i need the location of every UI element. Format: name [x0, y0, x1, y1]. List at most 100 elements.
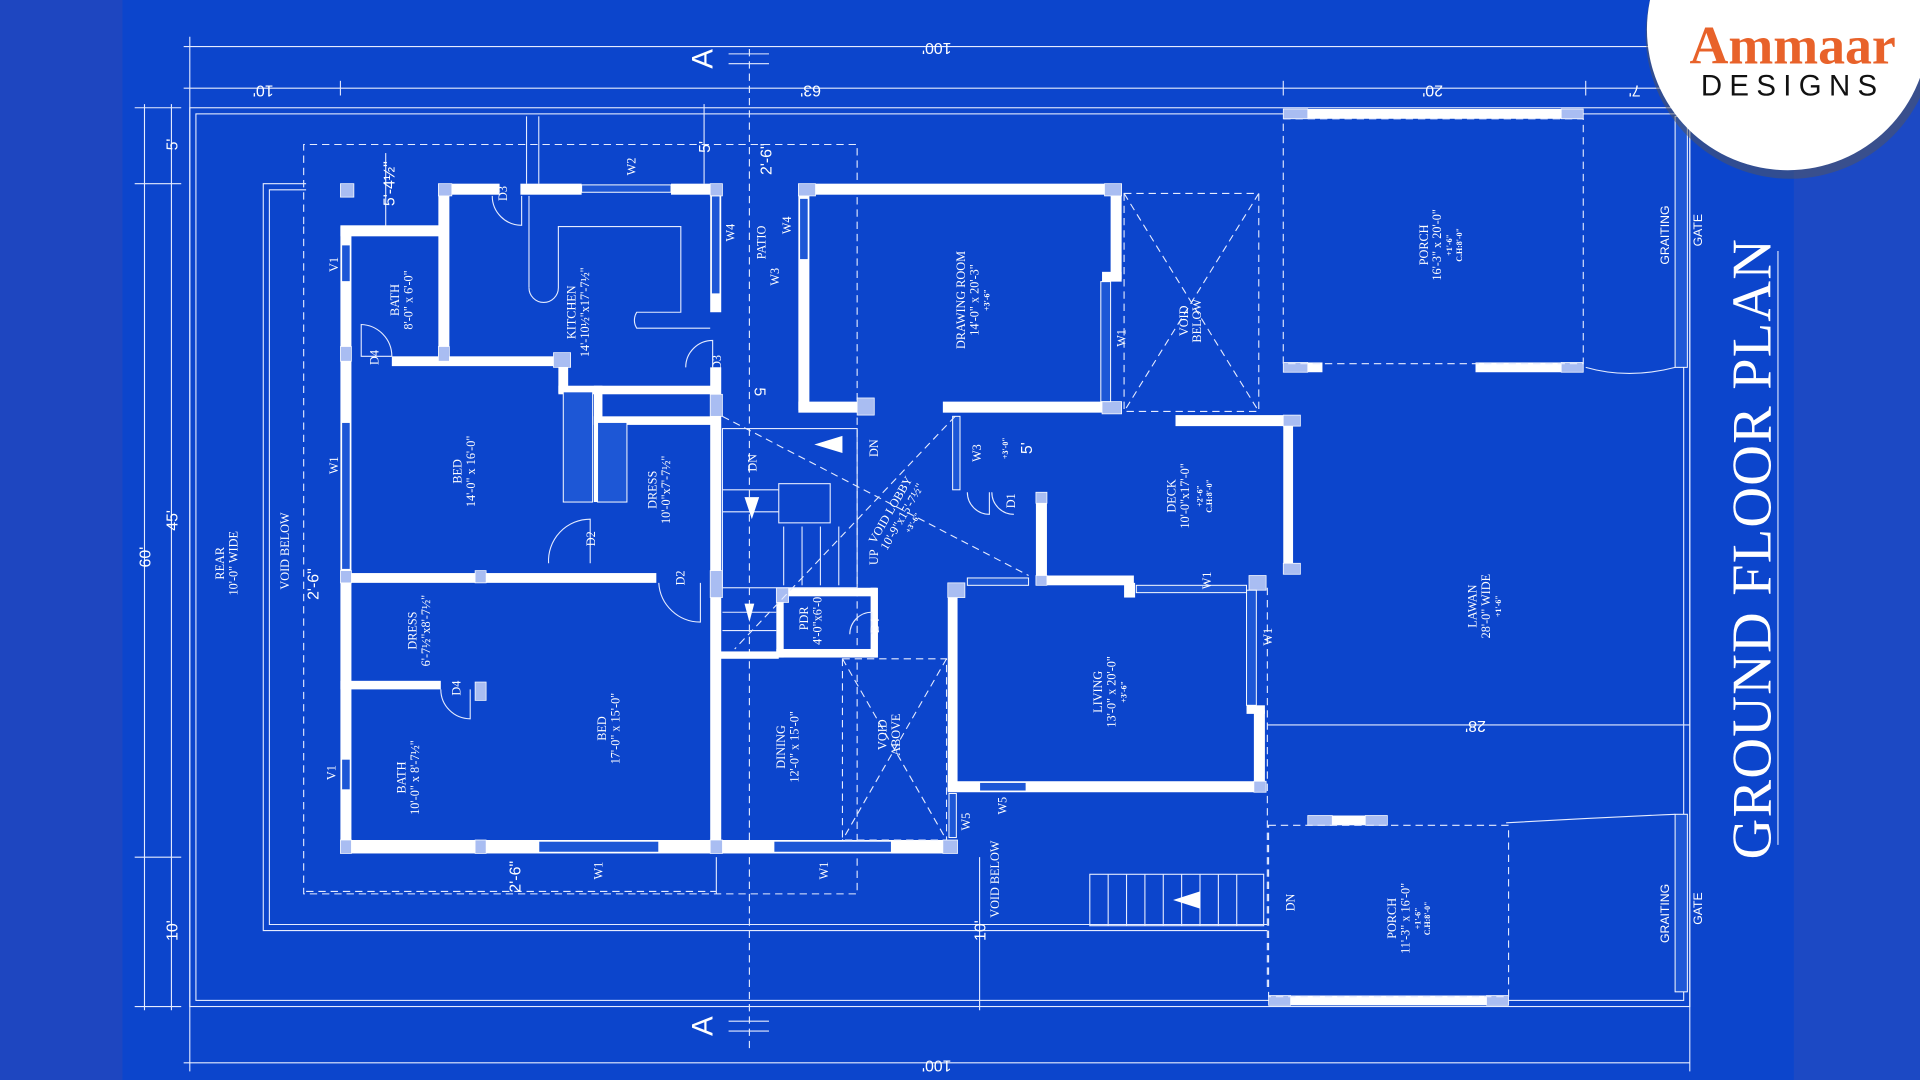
dim-top-total: 100' [922, 39, 952, 56]
tag-d1: D1 [1004, 493, 1018, 508]
dim-top-d: 7' [1629, 82, 1641, 99]
tag-w4: W4 [780, 216, 794, 234]
stair-dn-label: DN [746, 454, 760, 472]
room-label-drawing-room: DRAWING ROOM14'-0" x 20'-3"+3'-6" [954, 251, 991, 349]
room-label-dining: DINING12'-0" x 15'-0" [774, 711, 801, 782]
stair-arrow-icon [814, 435, 843, 454]
tag-w1: W1 [817, 862, 831, 880]
tag-w1: W1 [1261, 628, 1275, 646]
tag-w2: W2 [625, 158, 639, 176]
dim-label: 5'-4½" [381, 161, 398, 206]
stair-dn-label: DN [867, 439, 881, 457]
right-margin [1793, 0, 1920, 1080]
tag-d4: D4 [868, 618, 882, 633]
tag-d4: D4 [367, 350, 381, 365]
tag-v1: V1 [327, 257, 341, 272]
dim-top-a: 10' [253, 82, 274, 99]
tag-w1: W1 [327, 456, 341, 474]
room-label-bed: BED17'-0" x 15'-0" [595, 693, 622, 764]
walls [340, 108, 1584, 1006]
dim-label: 5' [1019, 442, 1036, 454]
tag-v1: V1 [325, 765, 339, 780]
tag-d3: D3 [710, 355, 724, 370]
gate-label: GATE [1691, 214, 1705, 246]
tag-d2: D2 [673, 570, 687, 585]
room-label-porch: PORCH16'-3" x 20'-0"+1'-6"C.H:8'-0" [1417, 209, 1464, 280]
page-title: GROUND FLOOR PLAN [1722, 238, 1784, 860]
dim-label: +3'-0" [1001, 437, 1010, 459]
doors [360, 195, 1014, 720]
grating-label: GRAITING [1658, 206, 1672, 265]
room-label-deck: DECK10'-0"x17'-0"+2'-6"C.H:8'-0" [1165, 463, 1215, 528]
windows [341, 184, 1257, 853]
dim-label: 2'-6" [507, 861, 524, 893]
dim-left-total: 60' [138, 547, 155, 568]
gate-label: GATE [1691, 892, 1705, 924]
dim-label: 5 [750, 387, 767, 396]
stair-arrow-icon [744, 603, 755, 623]
room-label-dress: DRESS10'-0"x7'-7½" [645, 456, 672, 524]
tag-w5: W5 [959, 813, 973, 831]
tag-d3: D3 [496, 186, 510, 201]
section-mark-bottom: A [687, 1016, 720, 1036]
tag-w4: W4 [724, 224, 738, 242]
tag-w1: W1 [591, 862, 605, 880]
room-label-bed: BED14'-0" x 16'-0" [451, 436, 478, 507]
stair-arrow-icon [1173, 891, 1200, 909]
section-mark-top: A [687, 49, 720, 69]
dim-label: 10' [973, 920, 990, 941]
section-marks: A A [687, 49, 769, 1036]
dim-left-a: 5' [165, 139, 182, 151]
logo-name: Ammaar [1689, 16, 1895, 76]
tag-w5: W5 [996, 797, 1010, 815]
tag-w3: W3 [970, 444, 984, 462]
room-label-void-above: VOIDABOVE [876, 714, 903, 756]
room-label-kitchen: KITCHEN14'-10½"x17'-7½" [565, 267, 592, 357]
void-below-label: VOID BELOW [988, 840, 1002, 918]
void-markers [722, 118, 1584, 998]
dim-bottom-total: 100' [922, 1056, 952, 1073]
dim-left-c: 10' [165, 920, 182, 941]
grating-label: GRAITING [1658, 884, 1672, 943]
dim-label: 28' [1465, 717, 1486, 734]
stair-arrow-icon [744, 497, 760, 520]
tag-w1: W1 [1114, 329, 1128, 347]
logo-sub: DESIGNS [1701, 70, 1885, 103]
room-label-porch: PORCH11'-3" x 16'-0"+1'-6"C.H:8'-0" [1385, 883, 1432, 954]
opening-tags: W2 W4 W4 W3 D3 D3 V1 D4 W1 D2 D2 D4 V1 W… [325, 158, 1298, 912]
dim-label: 2'-6" [758, 143, 775, 175]
stair-up-label: UP [867, 549, 881, 565]
room-label-void-below: VOIDBELOW [1177, 299, 1204, 343]
room-label-void-lobby: VOID LOBBY10'-9"x15'-7½"+3'-6" [866, 474, 936, 558]
room-label-living: LIVING13'-0" x 20'-0"+3'-6" [1091, 656, 1128, 727]
dimension-labels: 100' 10' 63' 20' 7' 100' 60' 5' 45' 10' … [138, 39, 1641, 1074]
tag-w3: W3 [768, 268, 782, 286]
dim-label: 5' [697, 141, 714, 153]
dim-top-c: 20' [1422, 82, 1443, 99]
room-label-dress: DRESS6'-7½"x8'-7½" [405, 595, 432, 666]
left-margin [0, 0, 123, 1080]
plot-boundary [189, 107, 1691, 1008]
gate-swing-top [1585, 366, 1676, 375]
room-label-pdr: PDR4'-0"x6'-0" [797, 592, 824, 645]
grating-top [1674, 115, 1688, 368]
void-below-label: VOID BELOW [278, 512, 292, 590]
dim-top-b: 63' [800, 82, 821, 99]
gate-swing-bottom [1506, 813, 1676, 824]
room-label-bath: BATH10'-0" x 8'-7½" [394, 740, 421, 815]
dim-left-b: 45' [165, 510, 182, 531]
tag-w1: W1 [1200, 572, 1214, 590]
tag-d4: D4 [449, 681, 463, 696]
tag-d2: D2 [584, 531, 598, 546]
logo: Ammaar DESIGNS [1645, 0, 1920, 179]
room-label-bath: BATH8'-0" x 6'-0" [388, 270, 415, 329]
stair-dn-label: DN [1283, 893, 1297, 911]
room-label-lawan: LAWAN28'-0" WIDE+1'-6" [1466, 574, 1503, 638]
stairs [562, 391, 1265, 927]
room-label-rear: REAR10'-0" WIDE [213, 531, 240, 595]
room-label-patio: PATIO [754, 226, 768, 260]
grating-bottom [1674, 813, 1688, 993]
dim-label: 2'-6" [305, 568, 322, 600]
